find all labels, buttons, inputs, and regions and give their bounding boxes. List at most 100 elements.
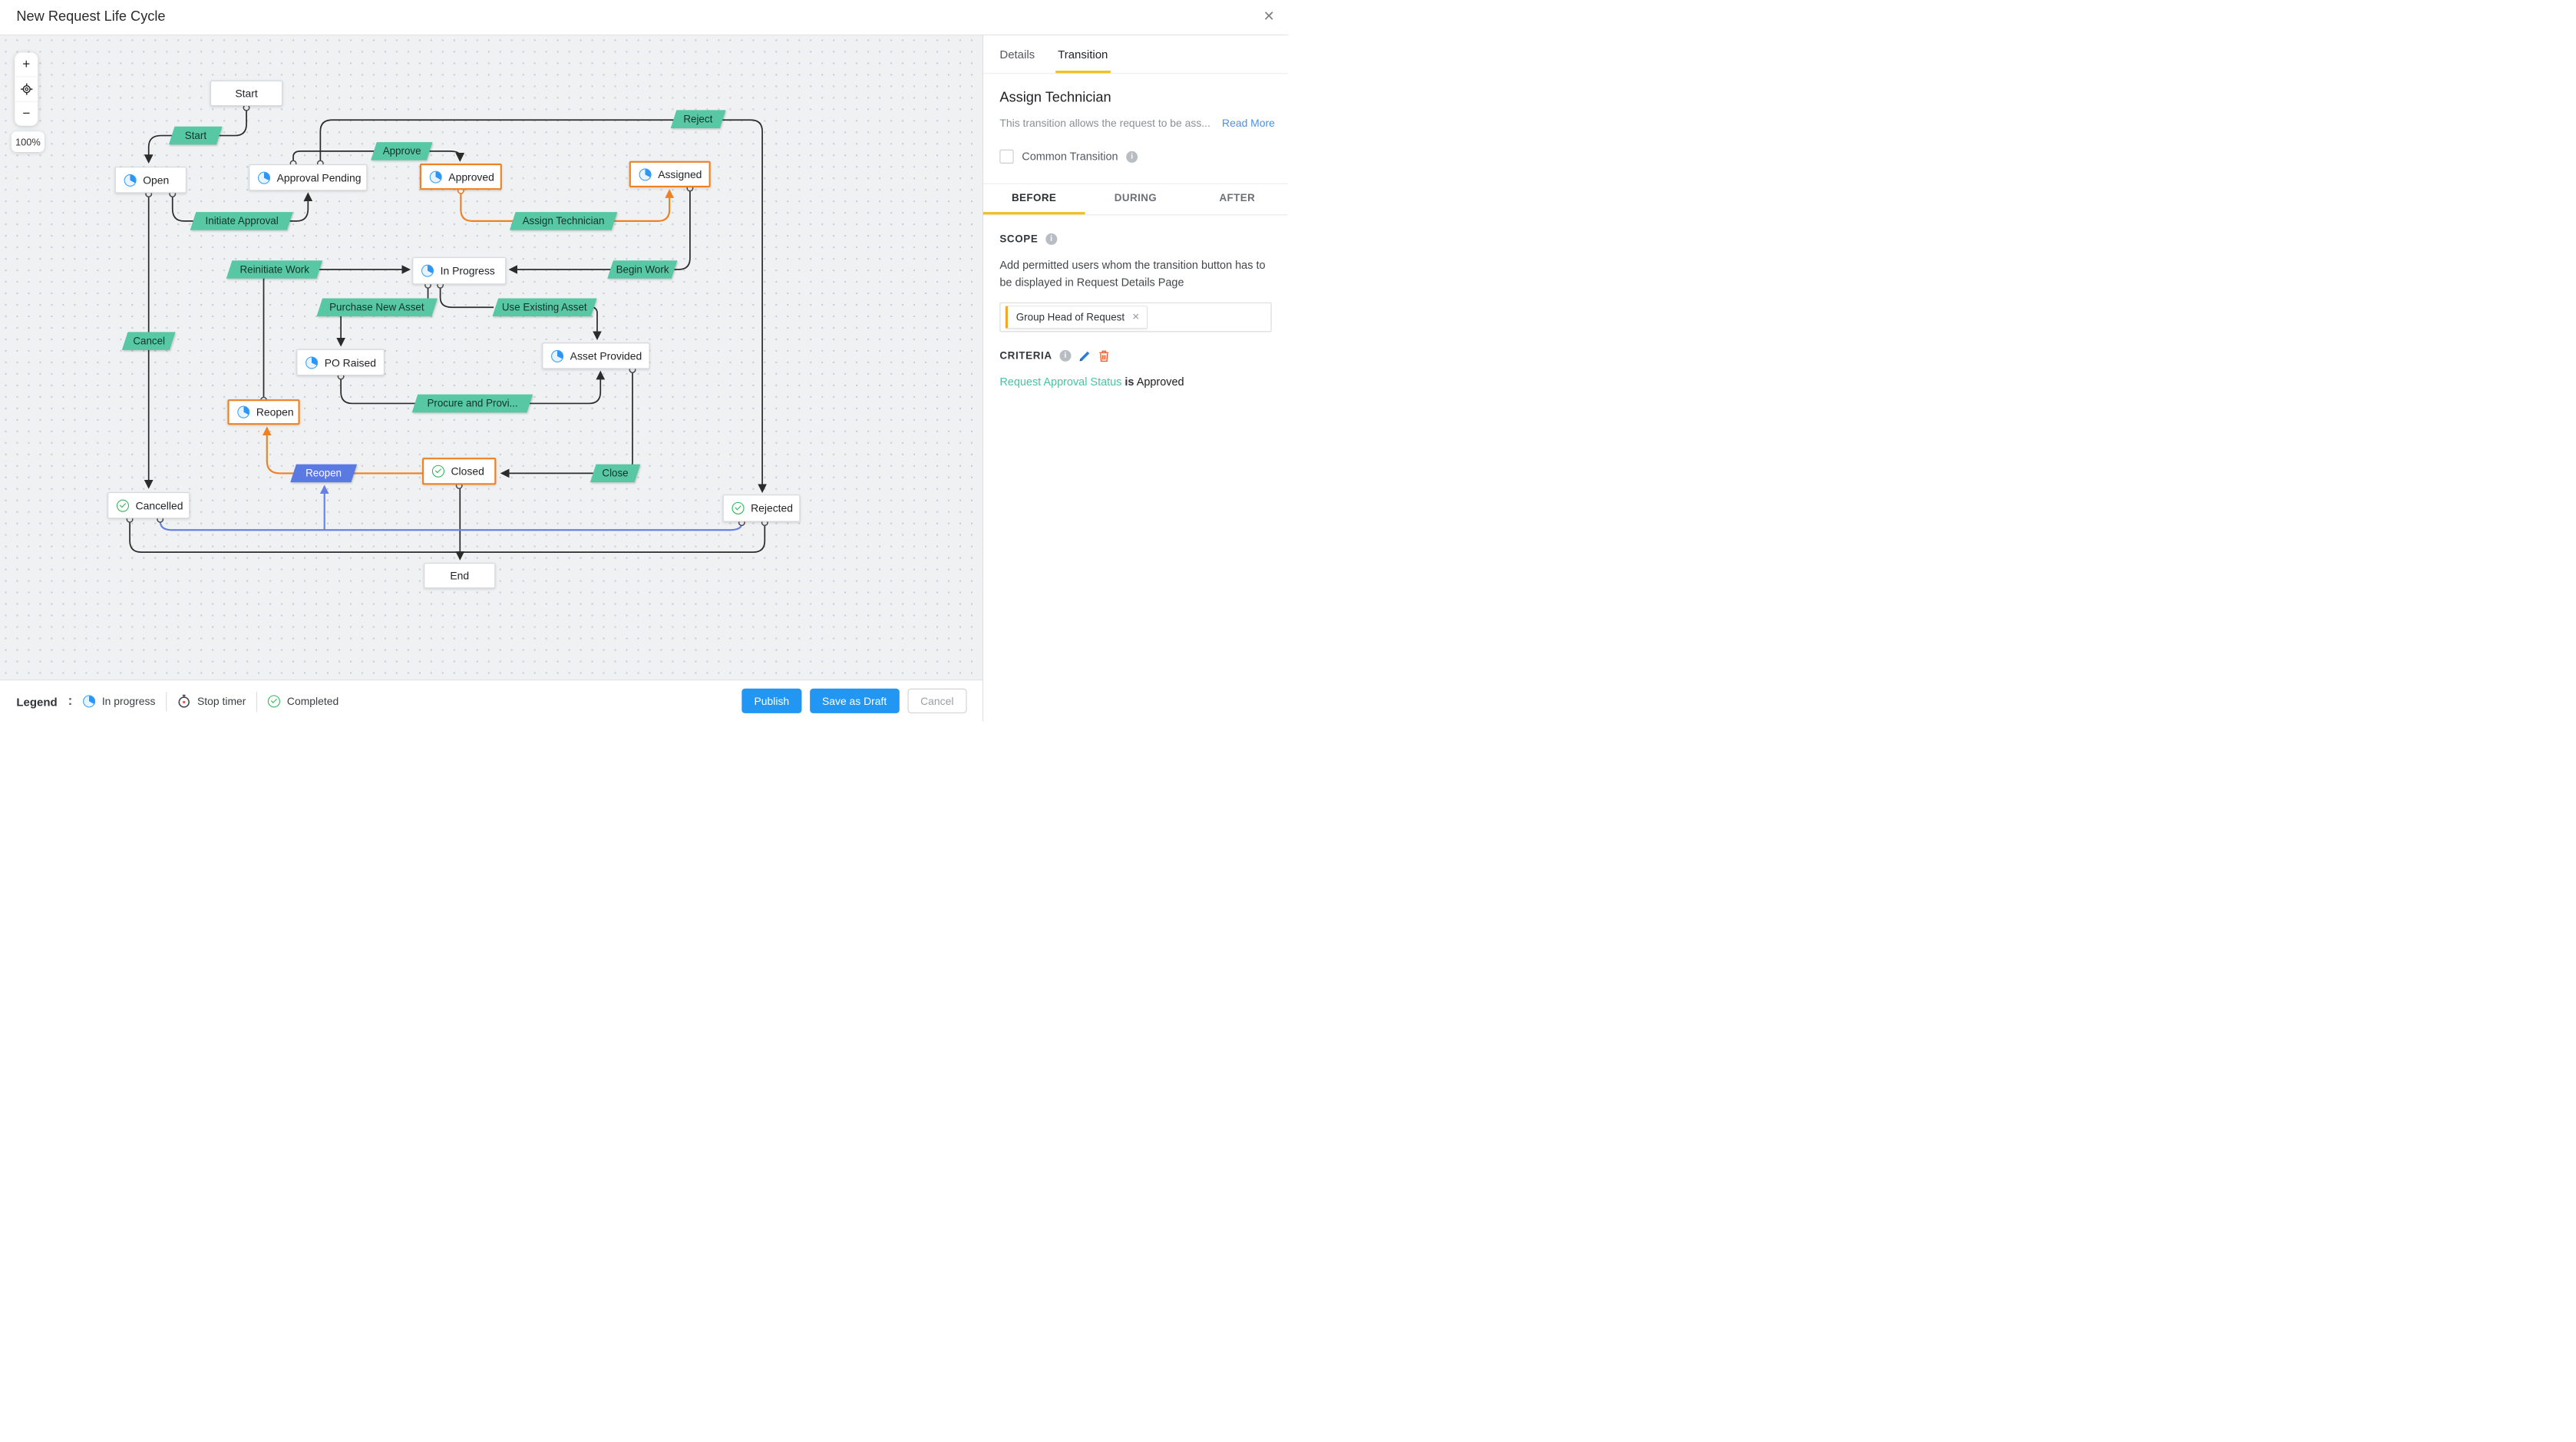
page-title: New Request Life Cycle bbox=[16, 8, 166, 25]
node-closed[interactable]: Closed bbox=[422, 458, 497, 485]
transition-initiate-approval[interactable]: Initiate Approval bbox=[190, 212, 293, 230]
completed-icon bbox=[732, 501, 745, 514]
in-progress-icon bbox=[421, 264, 434, 277]
scope-chip: Group Head of Request ✕ bbox=[1005, 305, 1148, 329]
node-label: Approved bbox=[448, 170, 494, 184]
bottom-bar: Legend : In progress Stop timer Complete… bbox=[0, 680, 983, 723]
delete-criteria-icon[interactable] bbox=[1098, 350, 1110, 362]
zoom-level: 100% bbox=[11, 131, 45, 152]
stop-timer-icon bbox=[178, 694, 190, 708]
transition-purchase-new-asset[interactable]: Purchase New Asset bbox=[316, 298, 438, 317]
transition-reject[interactable]: Reject bbox=[670, 110, 726, 128]
tab-transition[interactable]: Transition bbox=[1055, 35, 1111, 74]
criteria-field: Request Approval Status bbox=[999, 375, 1122, 388]
legend-item-completed: Completed bbox=[268, 695, 339, 708]
transition-approve[interactable]: Approve bbox=[371, 142, 433, 160]
scope-chip-label: Group Head of Request bbox=[1016, 311, 1125, 323]
legend-separator: : bbox=[68, 693, 73, 708]
workflow-canvas[interactable]: Start Open Approval Pending Approved Ass… bbox=[0, 34, 983, 680]
transition-description: This transition allows the request to be… bbox=[999, 116, 1210, 130]
node-label: Approval Pending bbox=[276, 171, 362, 184]
tab-before[interactable]: BEFORE bbox=[983, 184, 1085, 215]
crosshair-icon bbox=[20, 83, 32, 95]
transition-close[interactable]: Close bbox=[590, 464, 641, 483]
tab-after[interactable]: AFTER bbox=[1219, 192, 1256, 204]
zoom-out-button[interactable]: − bbox=[15, 101, 38, 126]
node-rejected[interactable]: Rejected bbox=[722, 494, 801, 522]
cancel-button[interactable]: Cancel bbox=[907, 688, 967, 713]
node-label: In Progress bbox=[440, 264, 495, 277]
node-asset-provided[interactable]: Asset Provided bbox=[542, 342, 650, 369]
node-label: Asset Provided bbox=[570, 349, 642, 362]
legend-divider bbox=[166, 691, 167, 712]
criteria-expression: Request Approval Status is Approved bbox=[999, 375, 1271, 388]
zoom-controls: + − bbox=[15, 52, 38, 126]
transition-cancel[interactable]: Cancel bbox=[121, 332, 176, 350]
in-progress-icon bbox=[429, 170, 442, 184]
recenter-button[interactable] bbox=[15, 76, 38, 101]
scope-heading: SCOPE bbox=[999, 233, 1039, 245]
transition-details-panel: Details Transition Assign Technician Thi… bbox=[982, 34, 1288, 722]
node-po-raised[interactable]: PO Raised bbox=[296, 349, 385, 376]
criteria-value: Approved bbox=[1136, 375, 1184, 388]
phase-tab-bar: BEFORE DURING AFTER bbox=[983, 183, 1288, 216]
tab-details[interactable]: Details bbox=[999, 47, 1035, 61]
node-approval-pending[interactable]: Approval Pending bbox=[249, 164, 368, 191]
transition-use-existing-asset[interactable]: Use Existing Asset bbox=[492, 298, 597, 317]
node-label: Open bbox=[143, 174, 170, 187]
read-more-link[interactable]: Read More bbox=[1222, 116, 1275, 130]
node-label: Start bbox=[235, 87, 258, 100]
info-icon bbox=[1126, 150, 1138, 163]
zoom-in-button[interactable]: + bbox=[22, 57, 31, 71]
transition-procure-and-provision[interactable]: Procure and Provi... bbox=[411, 394, 533, 413]
in-progress-icon bbox=[124, 174, 137, 187]
common-transition-checkbox[interactable] bbox=[999, 149, 1014, 164]
legend-item-stop-timer: Stop timer bbox=[177, 694, 246, 708]
criteria-operator: is bbox=[1125, 375, 1134, 388]
node-cancelled[interactable]: Cancelled bbox=[107, 492, 190, 519]
node-label: End bbox=[450, 569, 470, 582]
node-label: Closed bbox=[451, 465, 484, 478]
chip-remove-icon[interactable]: ✕ bbox=[1131, 312, 1140, 322]
in-progress-icon bbox=[83, 695, 96, 708]
node-label: PO Raised bbox=[324, 356, 376, 369]
in-progress-icon bbox=[237, 405, 250, 418]
title-bar: New Request Life Cycle ✕ bbox=[0, 0, 1288, 36]
transition-start[interactable]: Start bbox=[168, 126, 223, 145]
in-progress-icon bbox=[305, 356, 319, 369]
panel-tab-bar: Details Transition bbox=[983, 35, 1288, 74]
transition-reinitiate-work[interactable]: Reinitiate Work bbox=[226, 260, 323, 279]
legend-item-in-progress: In progress bbox=[83, 695, 155, 708]
node-reopen[interactable]: Reopen bbox=[227, 399, 300, 425]
node-in-progress[interactable]: In Progress bbox=[412, 256, 507, 285]
in-progress-icon bbox=[639, 167, 652, 180]
save-as-draft-button[interactable]: Save as Draft bbox=[809, 688, 900, 713]
node-label: Reopen bbox=[256, 405, 294, 418]
node-assigned[interactable]: Assigned bbox=[629, 160, 711, 187]
tab-during[interactable]: DURING bbox=[1114, 192, 1158, 204]
transition-assign-technician[interactable]: Assign Technician bbox=[509, 212, 618, 230]
in-progress-icon bbox=[551, 349, 564, 362]
scope-user-input[interactable]: Group Head of Request ✕ bbox=[999, 302, 1272, 332]
node-end[interactable]: End bbox=[424, 563, 496, 589]
node-label: Assigned bbox=[658, 167, 702, 180]
info-icon bbox=[1045, 233, 1058, 245]
completed-icon bbox=[431, 465, 444, 478]
close-icon[interactable]: ✕ bbox=[1263, 8, 1275, 25]
scope-description: Add permitted users whom the transition … bbox=[999, 259, 1266, 289]
completed-icon bbox=[116, 499, 130, 512]
legend: Legend : In progress Stop timer Complete… bbox=[16, 680, 339, 723]
in-progress-icon bbox=[258, 171, 271, 184]
node-open[interactable]: Open bbox=[114, 167, 187, 193]
transition-reopen[interactable]: Reopen bbox=[290, 464, 358, 483]
node-approved[interactable]: Approved bbox=[419, 163, 502, 190]
workflow-editor-window: New Request Life Cycle ✕ bbox=[0, 0, 1288, 723]
edit-criteria-icon[interactable] bbox=[1078, 350, 1091, 362]
transition-begin-work[interactable]: Begin Work bbox=[607, 260, 678, 279]
node-start[interactable]: Start bbox=[210, 80, 283, 107]
info-icon bbox=[1059, 350, 1072, 362]
publish-button[interactable]: Publish bbox=[741, 688, 802, 713]
legend-divider bbox=[256, 691, 258, 712]
transition-title: Assign Technician bbox=[999, 89, 1111, 105]
node-label: Rejected bbox=[751, 501, 794, 514]
